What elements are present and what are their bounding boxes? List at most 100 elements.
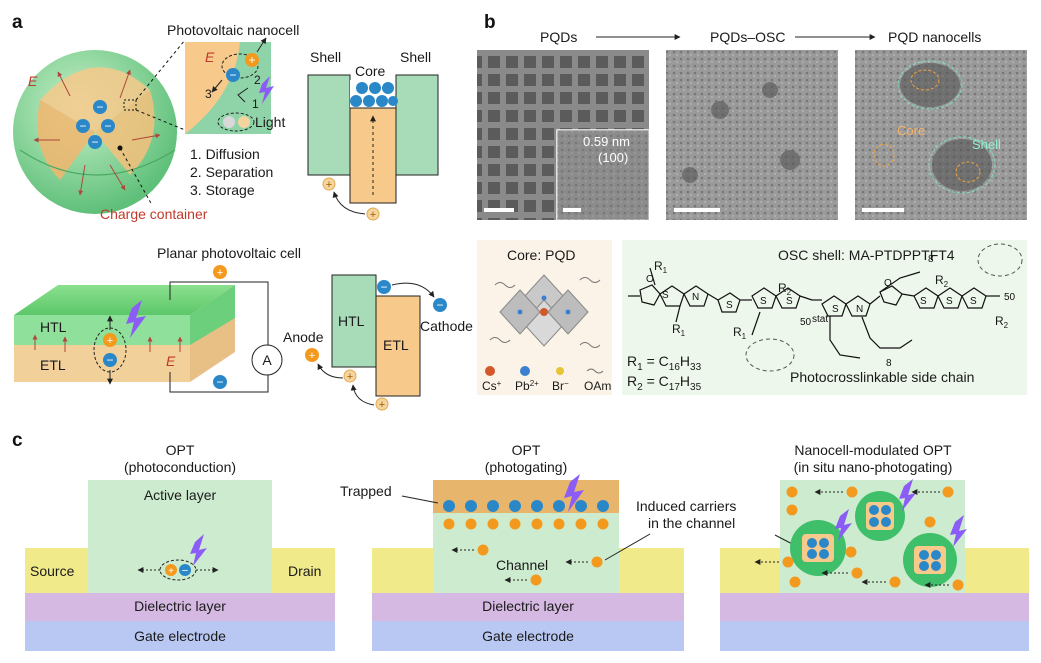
svg-text:+: + [326,179,332,191]
ammeter-label: A [262,352,272,368]
dielectric-label-1: Dielectric layer [134,598,226,614]
svg-text:−: − [436,298,443,312]
step-separation: 2. Separation [190,164,273,180]
source-label: Source [30,563,75,579]
svg-text:O: O [646,274,654,285]
shell-left-label: Shell [310,49,341,65]
osc-shell-box: OSC shell: MA-PTDPPTFT4 [622,240,1027,395]
side-chain-label: Photocrosslinkable side chain [790,369,974,385]
opt-photoconduction: OPT (photoconduction) Active layer Sourc… [25,442,335,651]
r1-mid: R1 [733,325,747,341]
light-bolt-icon-c3b [899,479,916,511]
lattice-plane: (100) [598,150,628,165]
induced-label-1: Induced carriers [636,498,736,514]
svg-text:2: 2 [254,73,261,87]
core-box-title: Core: PQD [507,247,575,263]
svg-text:N: N [692,292,699,303]
gate-label-2: Gate electrode [482,628,574,644]
panel-label-b: b [484,12,496,33]
crosslinker-top [977,243,1023,277]
planar-cell-block: HTL ETL E + − [14,285,235,385]
light-bolt-icon-c1 [190,534,207,566]
nanocell-2 [855,491,905,541]
svg-text:E: E [205,49,215,65]
svg-text:−: − [182,565,188,577]
svg-text:−: − [229,68,236,82]
n50-right: 50 [1004,292,1016,303]
flow-pqds: PQDs [540,29,577,45]
core-label: Core [355,63,386,79]
svg-text:S: S [832,304,839,315]
legend-cs: Cs+ [482,379,502,393]
stat-label: stat [812,314,828,325]
svg-text:S: S [920,296,927,307]
legend-oam: OAm [584,379,611,393]
core-tag: Core [897,123,925,138]
band-diagram-nanocell: Shell Shell Core + + [307,49,439,221]
osc-title: OSC shell: MA-PTDPPTFT4 [778,247,955,263]
external-circuit: A + − [169,265,283,393]
svg-text:S: S [786,296,793,307]
r1-bottom: R1 [672,322,686,338]
shell-right-label: Shell [400,49,431,65]
svg-text:−: − [380,280,387,294]
svg-text:3: 3 [205,87,212,101]
channel-label: Channel [496,557,548,573]
core-pqd-box: Core: PQD Cs+ Pb2+ Br− OAm [477,240,612,395]
dielectric-label-2: Dielectric layer [482,598,574,614]
planar-cell-title: Planar photovoltaic cell [157,245,301,261]
svg-text:−: − [106,353,113,367]
svg-text:+: + [107,335,113,347]
panel-label-c: c [12,430,23,451]
gate-label-1: Gate electrode [134,628,226,644]
light-bolt-icon-c2 [564,474,584,512]
col1-subtitle: (photoconduction) [124,459,236,475]
tem-flow: PQDs PQDs–OSC PQD nanocells [540,29,981,45]
svg-text:S: S [726,300,733,311]
svg-text:S: S [970,296,977,307]
r1-definition: R1 = C16H33 [627,353,702,373]
svg-text:N: N [856,304,863,315]
svg-text:−: − [104,119,111,133]
charge-container-label: Charge container [100,206,208,222]
r2-mid: R2 [935,273,949,289]
trapped-electrons [443,500,609,512]
polymer-backbone [628,267,1000,359]
svg-text:+: + [347,371,353,383]
svg-text:+: + [217,267,223,279]
trapped-label: Trapped [340,483,392,499]
opt-photogating: OPT (photogating) Trapped Channel Dielec… [340,442,736,651]
core-electrons [350,82,398,107]
electron-3 [101,119,115,133]
svg-text:S: S [662,290,669,301]
legend-br: Br− [552,379,569,393]
tem-image-nanocells: Core Shell [855,50,1027,220]
svg-text:−: − [79,119,86,133]
light-bolt-icon [259,76,274,104]
nanocell-holes [782,486,964,591]
tem-image-pqds: 0.59 nm (100) [477,50,650,221]
svg-text:+: + [309,350,315,362]
etl-label-block: ETL [40,357,66,373]
svg-text:1: 1 [252,97,259,111]
lattice-spacing: 0.59 nm [583,134,630,149]
electron-4 [88,135,102,149]
r2-right: R2 [995,314,1009,330]
legend-pb: Pb2+ [515,379,539,393]
r2-definition: R2 = C17H35 [627,373,702,393]
svg-text:+: + [379,399,385,411]
panel-label-a: a [12,12,23,33]
n8-top: 8 [928,254,934,265]
n8-bottom: 8 [886,358,892,369]
svg-text:O: O [884,278,892,289]
svg-text:S: S [946,296,953,307]
nanocell-title: Photovoltaic nanocell [167,22,299,38]
step-storage: 3. Storage [190,182,255,198]
svg-text:OPT: OPT [166,442,195,458]
opt-nanocell: Nanocell-modulated OPT (in situ nano-pho… [720,442,1029,651]
col3-subtitle: (in situ nano-photogating) [794,459,953,475]
tem-image-pqds-osc [666,50,838,220]
active-layer-label: Active layer [144,487,217,503]
light-bolt-icon-c3c [950,515,967,547]
col2-subtitle: (photogating) [485,459,568,475]
